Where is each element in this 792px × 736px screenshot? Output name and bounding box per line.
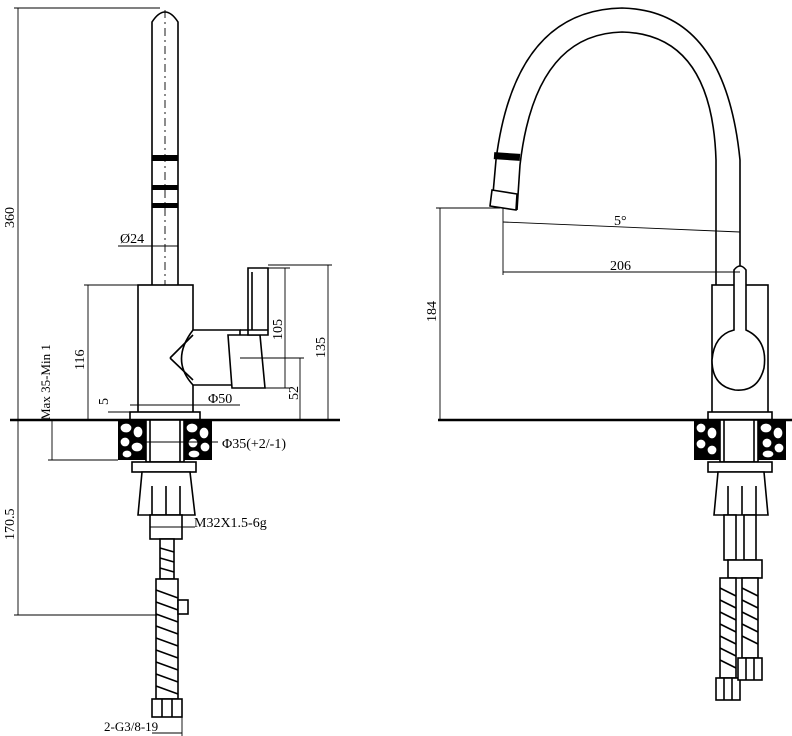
label-360: 360 <box>3 207 18 228</box>
lever-front <box>711 265 766 391</box>
washer <box>131 461 197 473</box>
aerator-band <box>152 185 178 190</box>
label-thread: M32X1.5-6g <box>194 516 267 531</box>
label-5: 5 <box>97 398 112 405</box>
dimension-labels-front: 184 5° 206 <box>425 214 631 322</box>
lever <box>247 267 269 336</box>
label-184: 184 <box>425 301 440 322</box>
cartridge <box>180 329 241 386</box>
stone-texture <box>119 422 211 459</box>
side-view: 360 Ø24 116 105 135 52 Φ50 5 Max 35-Min … <box>3 7 340 736</box>
aerator <box>489 189 518 211</box>
shank-front <box>719 419 759 463</box>
label-angle: 5° <box>614 214 627 229</box>
handle-collar <box>227 334 266 389</box>
label-phi50: Φ50 <box>208 392 232 407</box>
dimension-lines-front <box>436 207 741 420</box>
front-view: 184 5° 206 <box>425 7 792 701</box>
supply-hoses-front <box>715 514 763 701</box>
gooseneck-inner <box>516 31 717 285</box>
label-dia24: Ø24 <box>120 232 144 247</box>
dimension-labels: 360 Ø24 116 105 135 52 Φ50 5 Max 35-Min … <box>3 207 329 734</box>
washer-front <box>707 461 773 473</box>
label-52: 52 <box>287 386 302 400</box>
shank <box>145 419 185 463</box>
mounting-nut-front <box>713 471 769 516</box>
supply-hose <box>151 538 189 718</box>
label-deck-thickness: Max 35-Min 1 <box>38 344 53 420</box>
dimension-lines <box>14 7 332 736</box>
label-206: 206 <box>610 259 631 274</box>
aerator-band <box>152 203 178 208</box>
label-phi35: Φ35(+2/-1) <box>222 437 286 452</box>
aerator-band <box>493 152 521 161</box>
label-170-5: 170.5 <box>3 509 18 541</box>
gooseneck-outer <box>491 7 741 285</box>
stone-texture-front <box>695 422 785 459</box>
label-hose-connector: 2-G3/8-19 <box>104 719 158 734</box>
label-135: 135 <box>314 337 329 358</box>
label-105: 105 <box>271 319 286 340</box>
label-116: 116 <box>73 350 88 370</box>
